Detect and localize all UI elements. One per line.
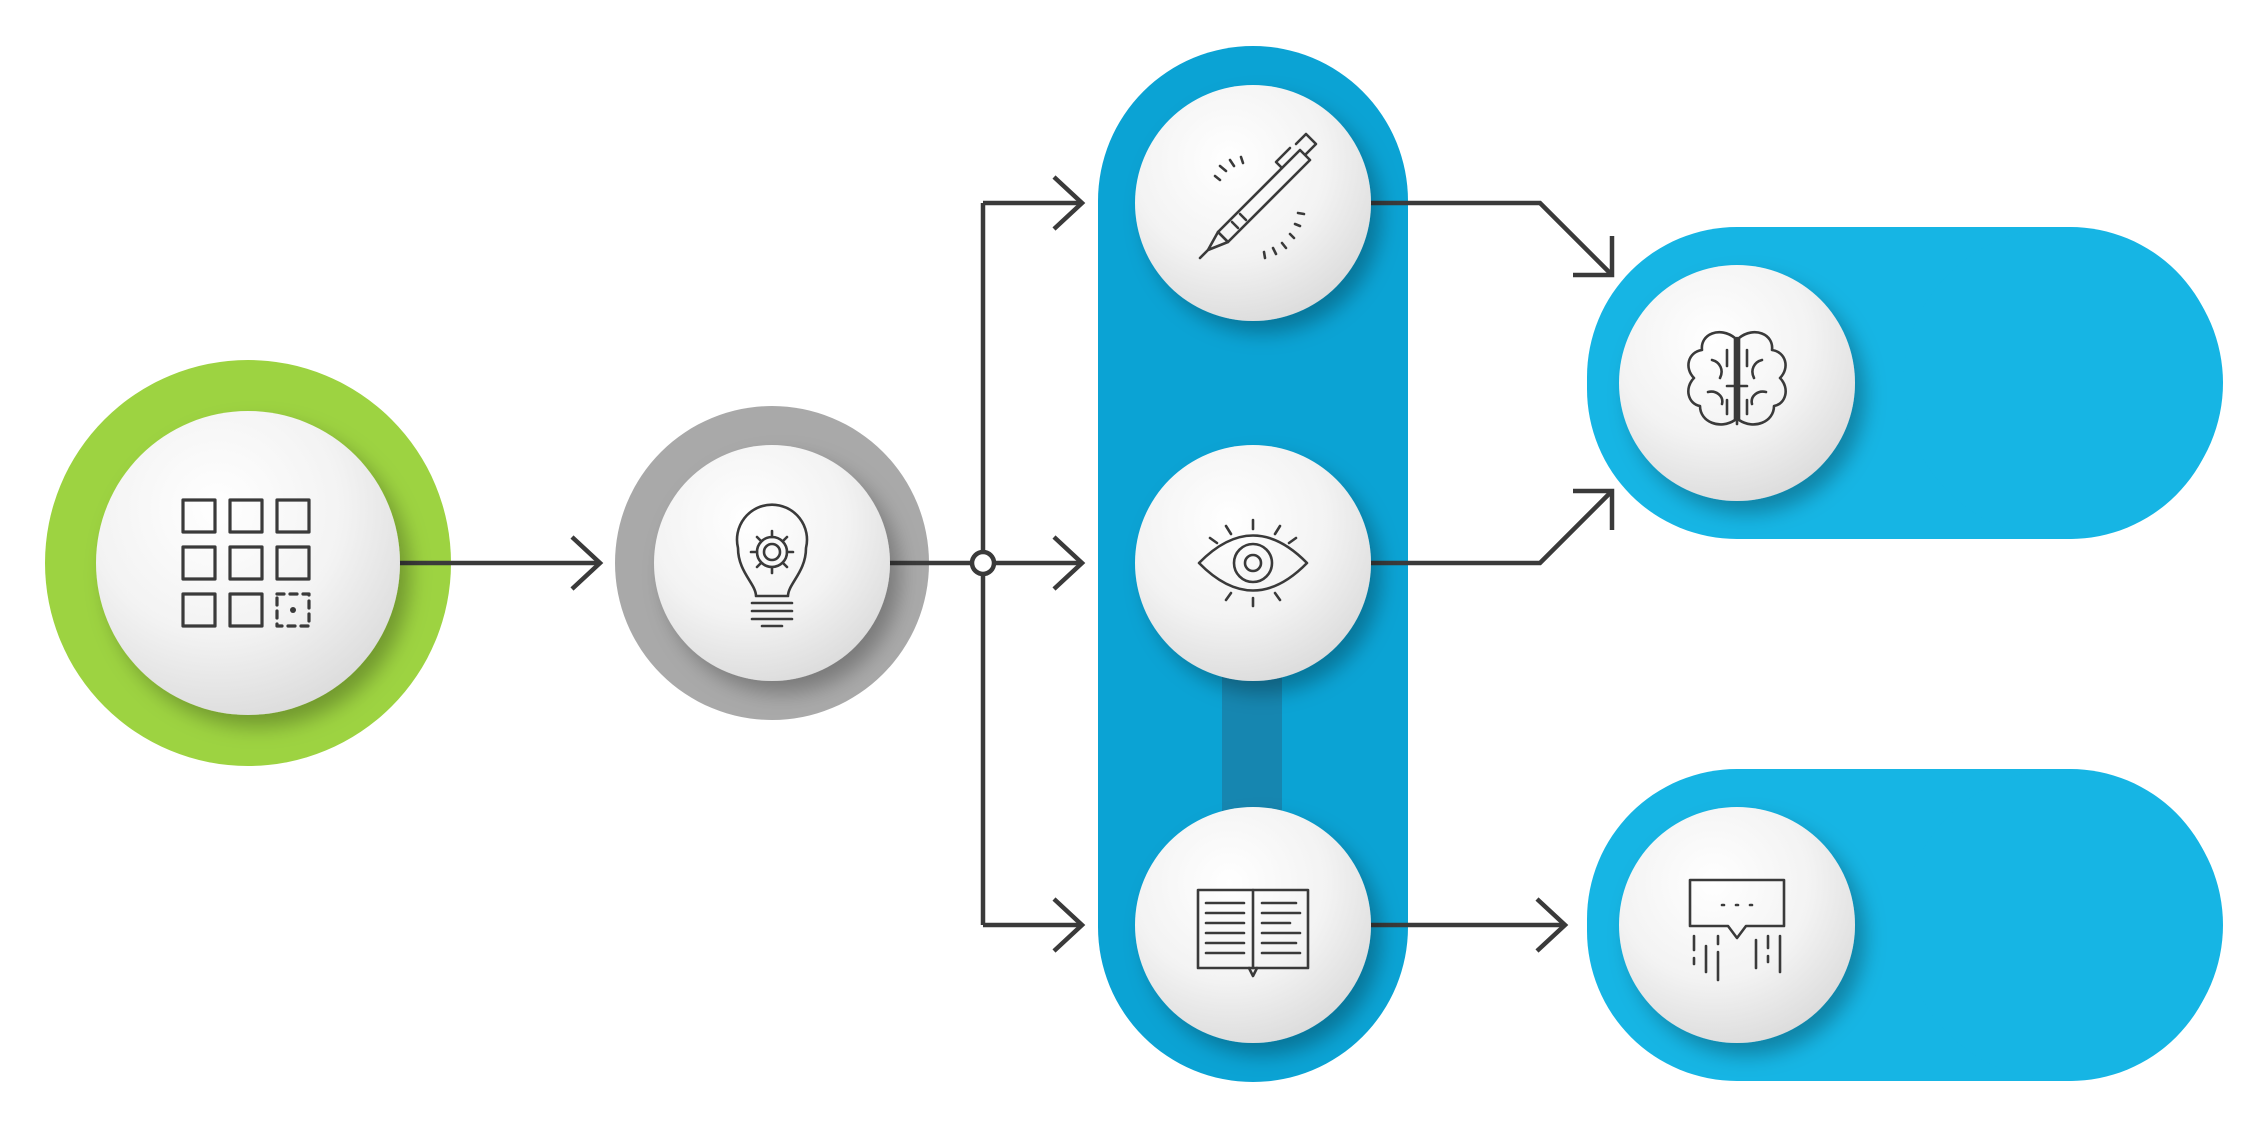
eye-icon [1197, 518, 1309, 608]
brain-icon [1687, 331, 1787, 426]
arrowhead-observe [1052, 535, 1086, 591]
pen-icon [1198, 132, 1318, 260]
arrowhead-read [1052, 897, 1086, 953]
connectors [398, 175, 1615, 953]
node-think [1619, 265, 1855, 501]
arrowhead-think-top [1573, 236, 1615, 278]
speech-bubble-icon [1688, 878, 1786, 982]
arrowhead-think-bottom [1573, 488, 1615, 530]
open-book-icon [1196, 888, 1310, 978]
branch-junction [969, 549, 997, 577]
arrowhead-idea [570, 535, 604, 591]
node-communicate [1619, 807, 1855, 1043]
arrowhead-communicate [1535, 897, 1569, 953]
arrowhead-create [1052, 175, 1086, 231]
lightbulb-gear-icon [735, 503, 809, 628]
node-source [96, 411, 400, 715]
grid-icon [181, 498, 311, 628]
node-idea [654, 445, 890, 681]
node-observe [1135, 445, 1371, 681]
node-read [1135, 807, 1371, 1043]
node-create [1135, 85, 1371, 321]
edge-observe-think [1368, 489, 1614, 566]
edge-create-think [1368, 200, 1614, 277]
